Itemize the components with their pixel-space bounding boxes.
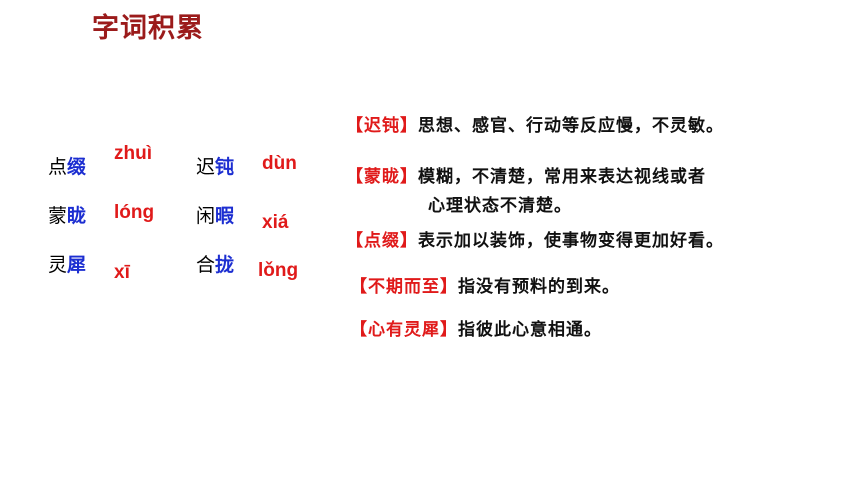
word-char: 蒙 <box>48 205 68 227</box>
definition-text: 思想、感官、行动等反应慢，不灵敏。 <box>418 116 724 136</box>
word-char-bold: 缀 <box>67 156 87 178</box>
word-dianzhui: 点缀 <box>48 152 86 179</box>
page-title: 字词积累 <box>92 13 204 44</box>
word-menglong: 蒙眬 <box>48 201 86 228</box>
definition-term: 【蒙眬】 <box>346 167 418 187</box>
definition-chidun: 【迟钝】思想、感官、行动等反应慢，不灵敏。 <box>346 111 724 136</box>
word-chidun: 迟钝 <box>196 152 234 179</box>
word-helong: 合拢 <box>196 250 234 277</box>
definition-menglong-line2: 心理状态不清楚。 <box>428 196 572 216</box>
pinyin-xi: xī <box>114 262 130 283</box>
definition-text: 指没有预料的到来。 <box>458 277 620 297</box>
word-char: 灵 <box>48 254 68 276</box>
definition-text: 指彼此心意相通。 <box>458 320 602 340</box>
word-xianxia: 闲暇 <box>196 201 234 228</box>
pinyin-xia: xiá <box>262 212 289 233</box>
definition-menglong: 【蒙眬】模糊，不清楚，常用来表达视线或者 <box>346 162 706 187</box>
pinyin-long2: lǒng <box>258 260 299 281</box>
definition-term: 【心有灵犀】 <box>350 320 458 340</box>
definition-text: 模糊，不清楚，常用来表达视线或者 <box>418 167 706 187</box>
word-char-bold: 暇 <box>215 205 235 227</box>
definition-text: 表示加以装饰，使事物变得更加好看。 <box>418 231 724 251</box>
word-char-bold: 拢 <box>215 254 235 276</box>
word-char: 点 <box>48 156 68 178</box>
definition-dianzhui: 【点缀】表示加以装饰，使事物变得更加好看。 <box>346 226 724 251</box>
word-lingxi: 灵犀 <box>48 250 86 277</box>
word-char: 闲 <box>196 205 216 227</box>
definition-term: 【点缀】 <box>346 231 418 251</box>
pinyin-zhui: zhuì <box>114 143 152 164</box>
definition-xinyoulingxi: 【心有灵犀】指彼此心意相通。 <box>350 315 602 340</box>
word-char-bold: 钝 <box>215 156 235 178</box>
definition-buqierzhi: 【不期而至】指没有预料的到来。 <box>350 272 620 297</box>
definition-term: 【迟钝】 <box>346 116 418 136</box>
definition-term: 【不期而至】 <box>350 277 458 297</box>
word-char-bold: 犀 <box>67 254 87 276</box>
pinyin-dun: dùn <box>262 153 297 174</box>
word-char: 迟 <box>196 156 216 178</box>
pinyin-long: lóng <box>114 202 155 223</box>
word-char-bold: 眬 <box>67 205 87 227</box>
word-char: 合 <box>196 254 216 276</box>
